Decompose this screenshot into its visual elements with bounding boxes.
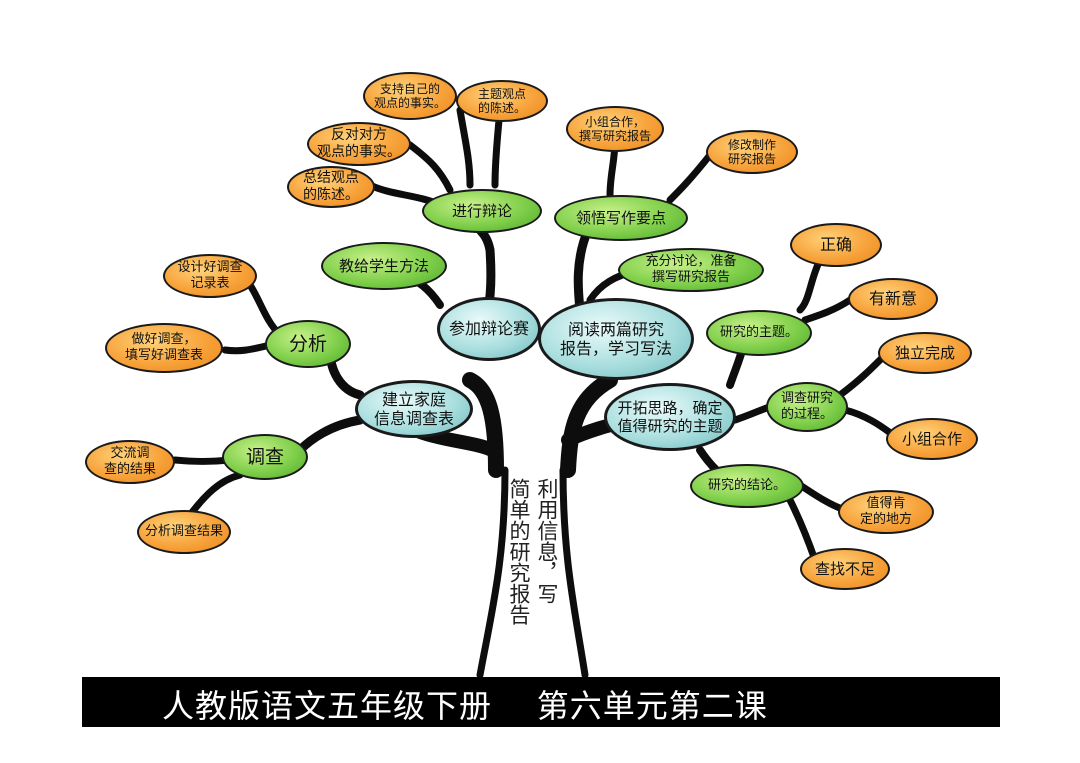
node-teach-method: 教给学生方法 [321,242,447,290]
node-worth-praise: 值得肯 定的地方 [838,490,934,534]
node-debate-theme: 主题观点 的陈述。 [456,80,548,122]
node-research-topic: 研究的主题。 [706,310,812,356]
node-revise-report: 修改制作 研究报告 [706,130,798,174]
node-design-form: 设计好调查 记录表 [163,254,257,298]
node-grasp-points: 领悟写作要点 [554,195,688,241]
node-family-form: 建立家庭 信息调查表 [355,380,473,438]
node-conclusion: 研究的结论。 [690,464,804,508]
trunk-title-left: 简单的研究报告 [507,478,532,625]
node-read-two: 阅读两篇研究 报告，学习写法 [538,298,694,380]
title-banner: 人教版语文五年级下册 第六单元第二课 [82,677,1000,727]
node-discuss-prepare: 充分讨论，准备 撰写研究报告 [618,248,764,292]
node-research-process: 调查研究 的过程。 [766,382,848,432]
node-group-write: 小组合作， 撰写研究报告 [566,106,664,152]
node-analyze: 分析 [265,320,351,368]
node-join-debate: 参加辩论赛 [437,297,541,361]
node-debate: 进行辩论 [422,189,542,233]
trunk-right-edge [559,466,589,679]
node-find-shortcomings: 查找不足 [800,548,890,590]
branch-right-main [560,372,618,478]
node-debate-oppose: 反对对方 观点的事实。 [307,122,411,166]
node-broaden: 开拓思路，确定 值得研究的主题 [604,383,736,451]
node-group-work: 小组合作 [886,418,978,460]
branch-right-up [573,225,593,315]
node-analyze-results: 分析调查结果 [137,510,231,554]
trunk-left-edge [476,466,509,679]
node-novel: 有新意 [848,278,938,320]
node-do-survey: 做好调查， 填写好调查表 [105,323,223,373]
node-correct: 正确 [790,223,882,267]
node-debate-summary: 总结观点 的陈述。 [287,166,375,208]
trunk-title-right: 利用信息，写 [535,478,560,604]
node-independent: 独立完成 [878,332,972,374]
node-survey: 调查 [222,434,308,480]
node-exchange-results: 交流调 查的结果 [85,440,175,484]
banner-title: 人教版语文五年级下册 第六单元第二课 [162,687,768,725]
node-debate-support: 支持自己的 观点的事实。 [363,72,457,120]
